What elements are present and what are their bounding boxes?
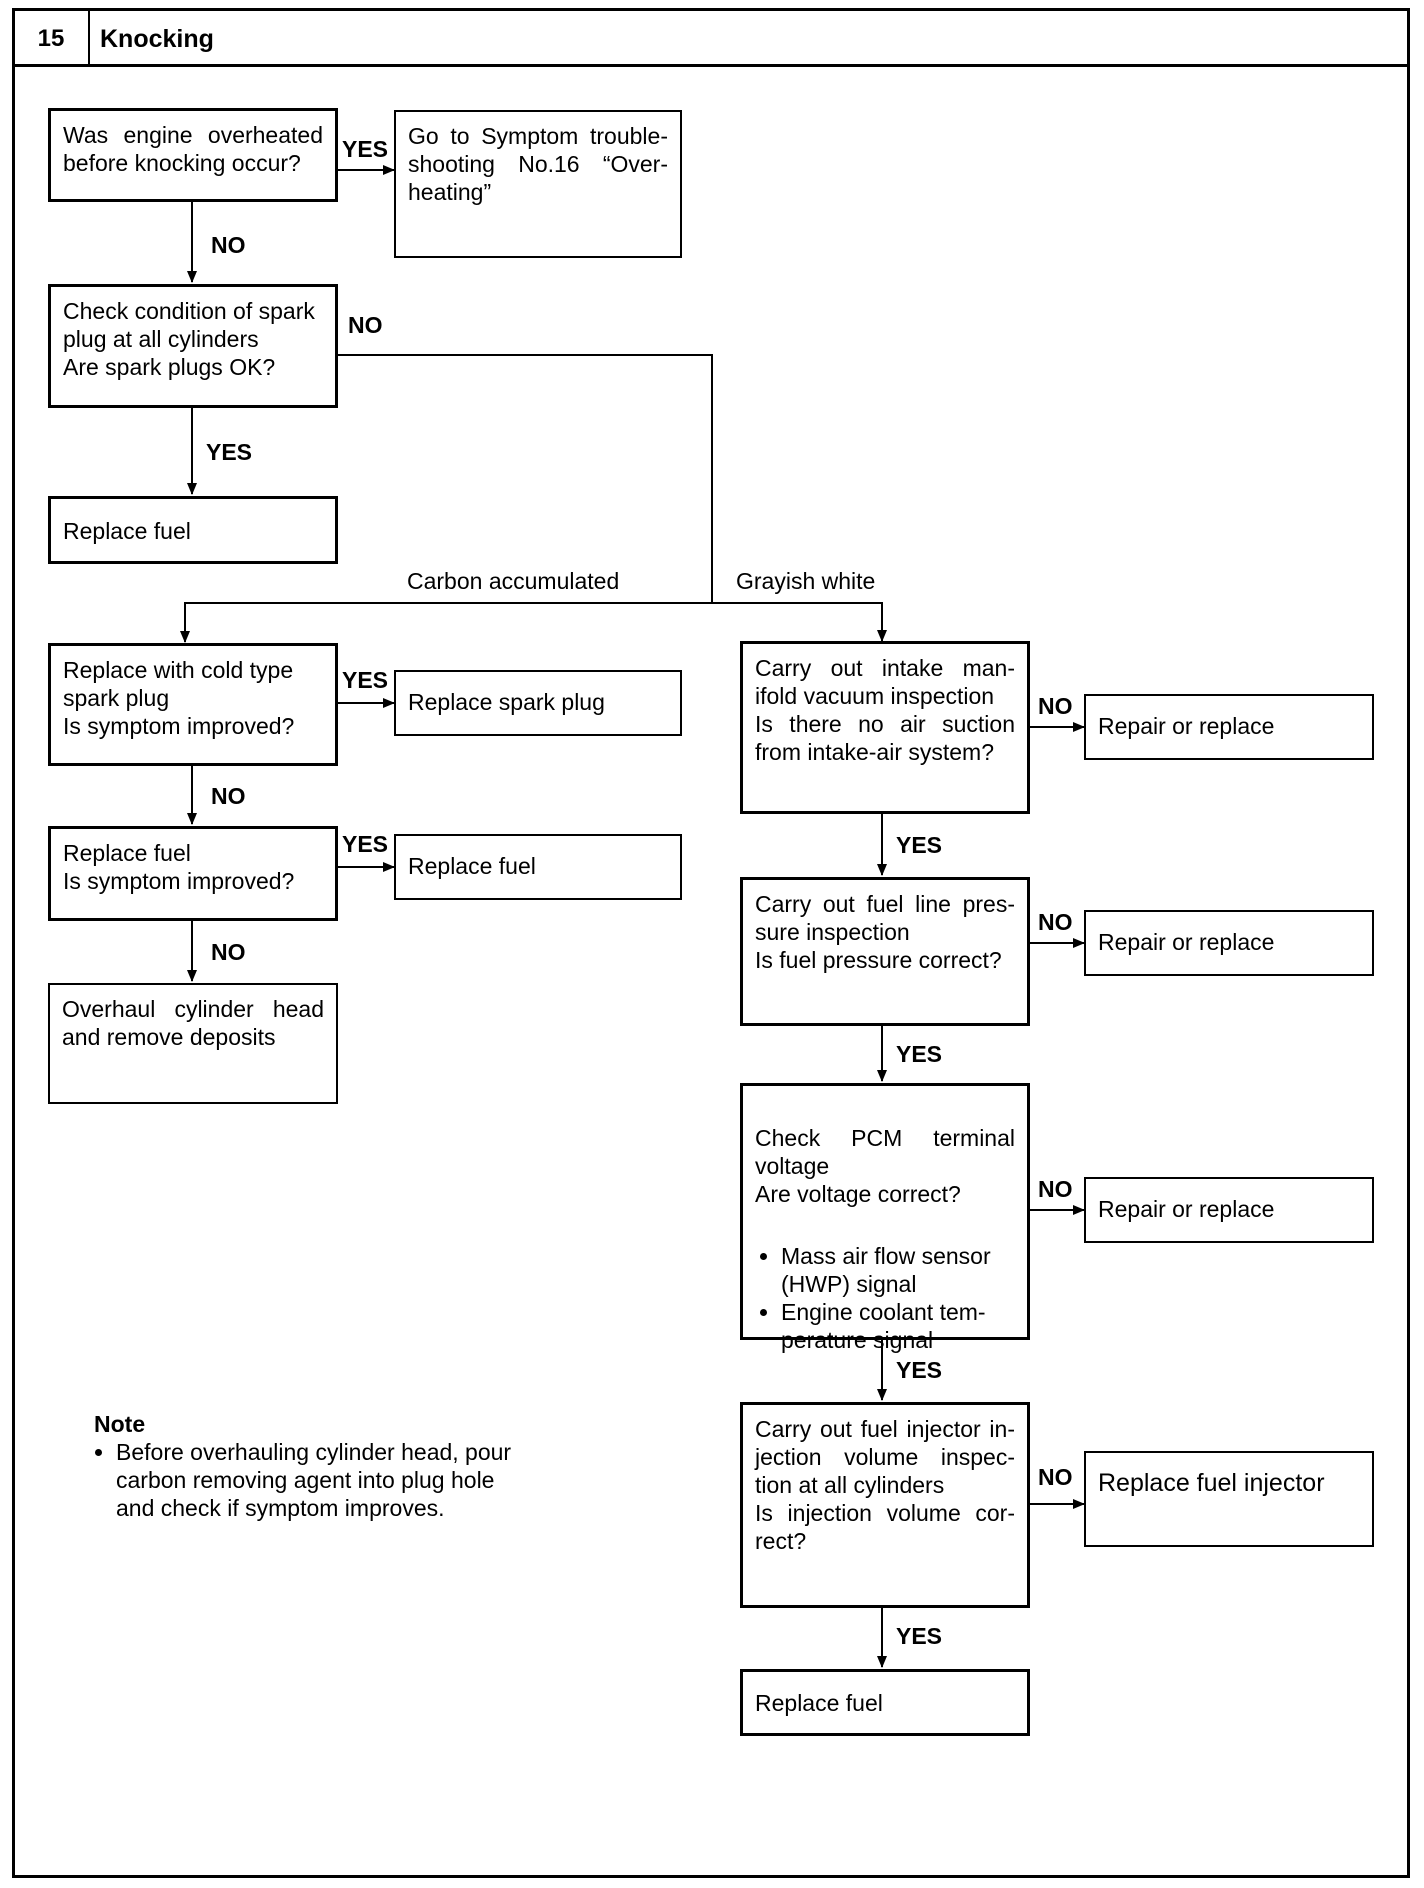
action-repair-or-replace-2: Repair or replace [1084, 910, 1374, 976]
action-replace-fuel-3: Replace fuel [740, 1669, 1030, 1736]
label-no: NO [211, 783, 246, 809]
page-frame [12, 8, 1410, 1878]
question-intake-manifold-vacuum: Carry out intake man-ifold vacuum inspec… [740, 641, 1030, 814]
action-repair-or-replace-3: Repair or replace [1084, 1177, 1374, 1243]
label-no: NO [1038, 693, 1073, 719]
section-number: 15 [37, 25, 65, 52]
label-yes: YES [896, 1041, 943, 1067]
action-replace-fuel-2: Replace fuel [394, 834, 682, 900]
branch-label-carbon-accumulated: Carbon accumulated [407, 568, 620, 594]
branch-label-grayish-white: Grayish white [736, 568, 876, 594]
label-no: NO [1038, 1464, 1073, 1490]
action-replace-spark-plug: Replace spark plug [394, 670, 682, 736]
pcm-question-text: Check PCM terminal voltage Are voltage c… [755, 1125, 1015, 1207]
question-cold-type-spark-plug: Replace with cold type spark plug Is sym… [48, 643, 338, 766]
pcm-signal-item: Engine coolant tem-perature signal [781, 1298, 1015, 1354]
page-title: Knocking [100, 25, 214, 53]
goto-overheating-troubleshooting: Go to Symptom trouble-shooting No.16 “Ov… [394, 110, 682, 258]
action-repair-or-replace-1: Repair or replace [1084, 694, 1374, 760]
label-yes: YES [896, 1357, 943, 1383]
question-replace-fuel: Replace fuel Is symptom improved? [48, 826, 338, 921]
question-pcm-terminal-voltage: Check PCM terminal voltage Are voltage c… [740, 1083, 1030, 1353]
label-no: NO [211, 939, 246, 965]
label-yes: YES [342, 667, 389, 693]
action-overhaul-cylinder-head: Overhaul cylinder head and remove deposi… [48, 983, 338, 1104]
question-fuel-line-pressure: Carry out fuel line pres-sure inspection… [740, 877, 1030, 1026]
label-yes: YES [896, 832, 943, 858]
label-yes: YES [206, 439, 253, 465]
pcm-signal-list: Mass air flow sensor (HWP) signal Engine… [755, 1242, 1015, 1354]
label-no: NO [1038, 909, 1073, 935]
label-no: NO [1038, 1176, 1073, 1202]
label-no: NO [211, 232, 246, 258]
connector-branch-split [184, 602, 883, 641]
action-replace-fuel-injector: Replace fuel injector [1084, 1451, 1374, 1547]
header-divider [12, 64, 1410, 67]
connector-sparkplug-no [338, 354, 713, 603]
label-no: NO [348, 312, 383, 338]
note-title: Note [94, 1411, 146, 1437]
label-yes: YES [342, 136, 389, 162]
header-cell-divider [88, 8, 90, 66]
note-list: Before overhauling cylinder head, pour c… [94, 1438, 514, 1522]
question-fuel-injector-volume: Carry out fuel injector in-jection volum… [740, 1402, 1030, 1608]
label-yes: YES [342, 831, 389, 857]
action-replace-fuel-1: Replace fuel [48, 496, 338, 564]
note-block: Note Before overhauling cylinder head, p… [94, 1410, 514, 1522]
question-spark-plug-condition: Check condition of spark plug at all cyl… [48, 284, 338, 408]
note-item: Before overhauling cylinder head, pour c… [116, 1438, 514, 1522]
pcm-signal-item: Mass air flow sensor (HWP) signal [781, 1242, 1015, 1298]
label-yes: YES [896, 1623, 943, 1649]
question-engine-overheated: Was engine overheated before knocking oc… [48, 108, 338, 202]
